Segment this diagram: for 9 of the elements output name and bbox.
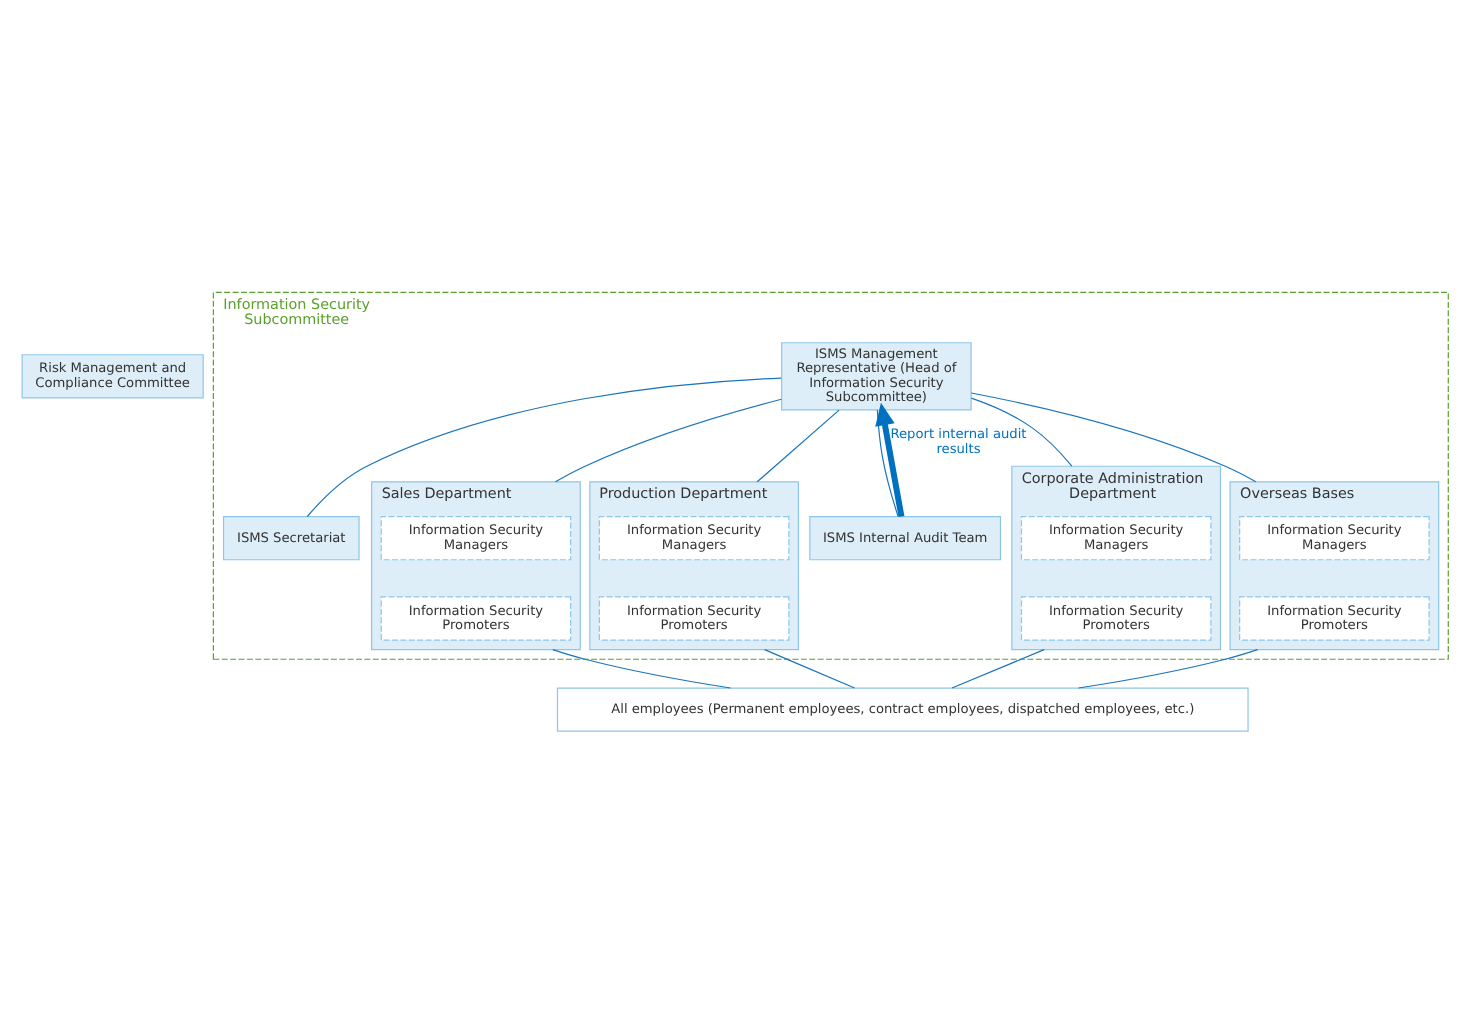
connector <box>552 649 732 689</box>
arrow <box>875 402 905 518</box>
connector <box>306 377 782 518</box>
connector <box>756 409 840 483</box>
connector <box>970 397 1073 467</box>
connector <box>970 392 1257 483</box>
connector <box>554 398 782 483</box>
connector <box>876 409 899 518</box>
connector <box>1077 649 1259 689</box>
